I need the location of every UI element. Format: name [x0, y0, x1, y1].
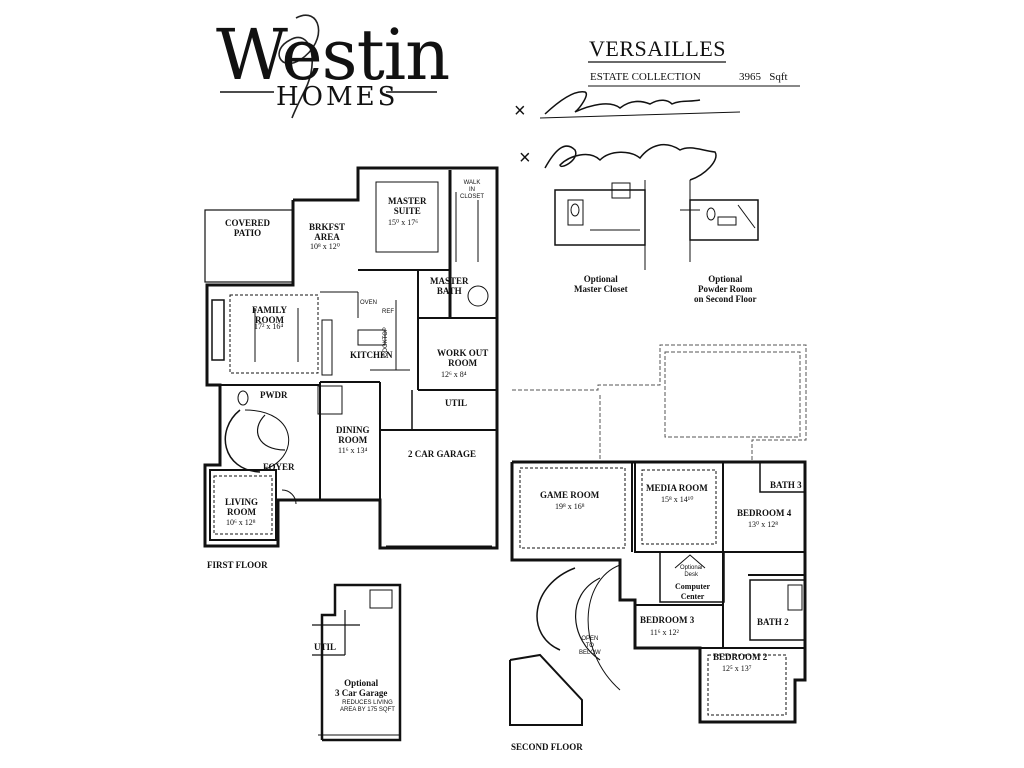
- bedroom-3-dim: 11⁶ x 12²: [650, 628, 679, 637]
- optional-powder-room-text: Optional Powder Room on Second Floor: [694, 274, 757, 304]
- workout-room-label: WORK OUT ROOM: [437, 348, 489, 368]
- living-room-label: LIVING ROOM: [225, 497, 259, 517]
- logo-wordmark: Westin: [216, 14, 450, 96]
- sqft-unit: Sqft: [769, 71, 788, 83]
- dining-room-dim: 11⁶ x 13⁴: [338, 446, 368, 455]
- pwdr-label: PWDR: [260, 390, 288, 400]
- open-to-below-label: OPEN TO BELOW: [579, 636, 601, 656]
- bedroom-4-label: BEDROOM 4: [737, 508, 792, 518]
- kitchen-label: KITCHEN: [350, 350, 393, 360]
- signature-x-mark-1: ×: [514, 100, 526, 122]
- bedroom-2-dim: 12⁵ x 13⁷: [722, 664, 752, 673]
- second-floor-label: SECOND FLOOR: [511, 742, 583, 752]
- optional-desk-label: Optional Desk: [680, 565, 703, 578]
- first-floor-label: FIRST FLOOR: [207, 560, 268, 570]
- family-room-label: FAMILY ROOM: [252, 305, 288, 325]
- optional-garage-note: REDUCES LIVING AREA BY 175 SQFT: [340, 700, 395, 713]
- first-floor-walls: [203, 166, 499, 550]
- sqft-value: 3965: [739, 71, 761, 83]
- game-room-dim: 19⁸ x 16⁸: [555, 502, 585, 511]
- optional-powder-room-label: Optional Powder Room on Second Floor: [694, 274, 757, 304]
- util-label: UTIL: [445, 398, 468, 408]
- garage-label: 2 CAR GARAGE: [408, 449, 477, 459]
- collection-label: ESTATE COLLECTION: [590, 71, 701, 83]
- bath-2-label: BATH 2: [757, 617, 789, 627]
- brkfst-area-label: BRKFST AREA: [309, 222, 346, 242]
- bath-3-label: BATH 3: [770, 480, 802, 490]
- walk-in-closet-label: WALK IN CLOSET: [460, 180, 485, 200]
- covered-patio-label: COVERED PATIO: [225, 218, 271, 238]
- optional-master-closet-text: Optional Master Closet: [574, 274, 628, 294]
- signature-1: [544, 91, 701, 115]
- optional-garage-walls: [312, 583, 402, 742]
- optional-master-closet-label: Optional Master Closet: [574, 274, 628, 294]
- media-room-label: MEDIA ROOM: [646, 483, 708, 493]
- bedroom-4-dim: 13⁰ x 12⁸: [748, 520, 778, 529]
- second-floor-walls: [509, 460, 807, 726]
- ref-label: REF: [382, 309, 394, 315]
- brkfst-area-dim: 10⁸ x 12⁰: [310, 242, 340, 251]
- optional-garage-title: Optional 3 Car Garage: [335, 678, 388, 698]
- optional-garage-util-label: UTIL: [314, 642, 337, 652]
- workout-room-dim: 12⁶ x 8⁴: [441, 370, 467, 379]
- second-floor-roofline: [512, 344, 807, 460]
- master-suite-dim: 15⁰ x 17⁶: [388, 218, 418, 227]
- computer-center-label: Computer Center: [675, 582, 711, 601]
- signature-x-mark-2: ×: [519, 147, 531, 169]
- master-suite-label: MASTER SUITE: [388, 196, 427, 216]
- family-room-dim: 17² x 16⁴: [254, 322, 284, 331]
- bedroom-3-label: BEDROOM 3: [640, 615, 695, 625]
- oven-label: OVEN: [360, 300, 378, 306]
- foyer-label: FOYER: [263, 462, 295, 472]
- logo-subtitle: HOMES: [276, 82, 399, 112]
- living-room-dim: 10⁶ x 12⁸: [226, 518, 256, 527]
- master-bath-label: MASTER BATH: [430, 276, 469, 296]
- plan-name: VERSAILLES: [589, 36, 726, 61]
- media-room-dim: 15⁸ x 14¹⁰: [661, 495, 694, 504]
- signature-2: [544, 143, 717, 181]
- square-footage: 3965 Sqft: [739, 71, 788, 83]
- game-room-label: GAME ROOM: [540, 490, 600, 500]
- bedroom-2-label: BEDROOM 2: [713, 652, 768, 662]
- dining-room-label: DINING ROOM: [336, 425, 370, 445]
- optional-master-closet-detail: [554, 180, 646, 270]
- optional-powder-room-detail: [680, 180, 759, 262]
